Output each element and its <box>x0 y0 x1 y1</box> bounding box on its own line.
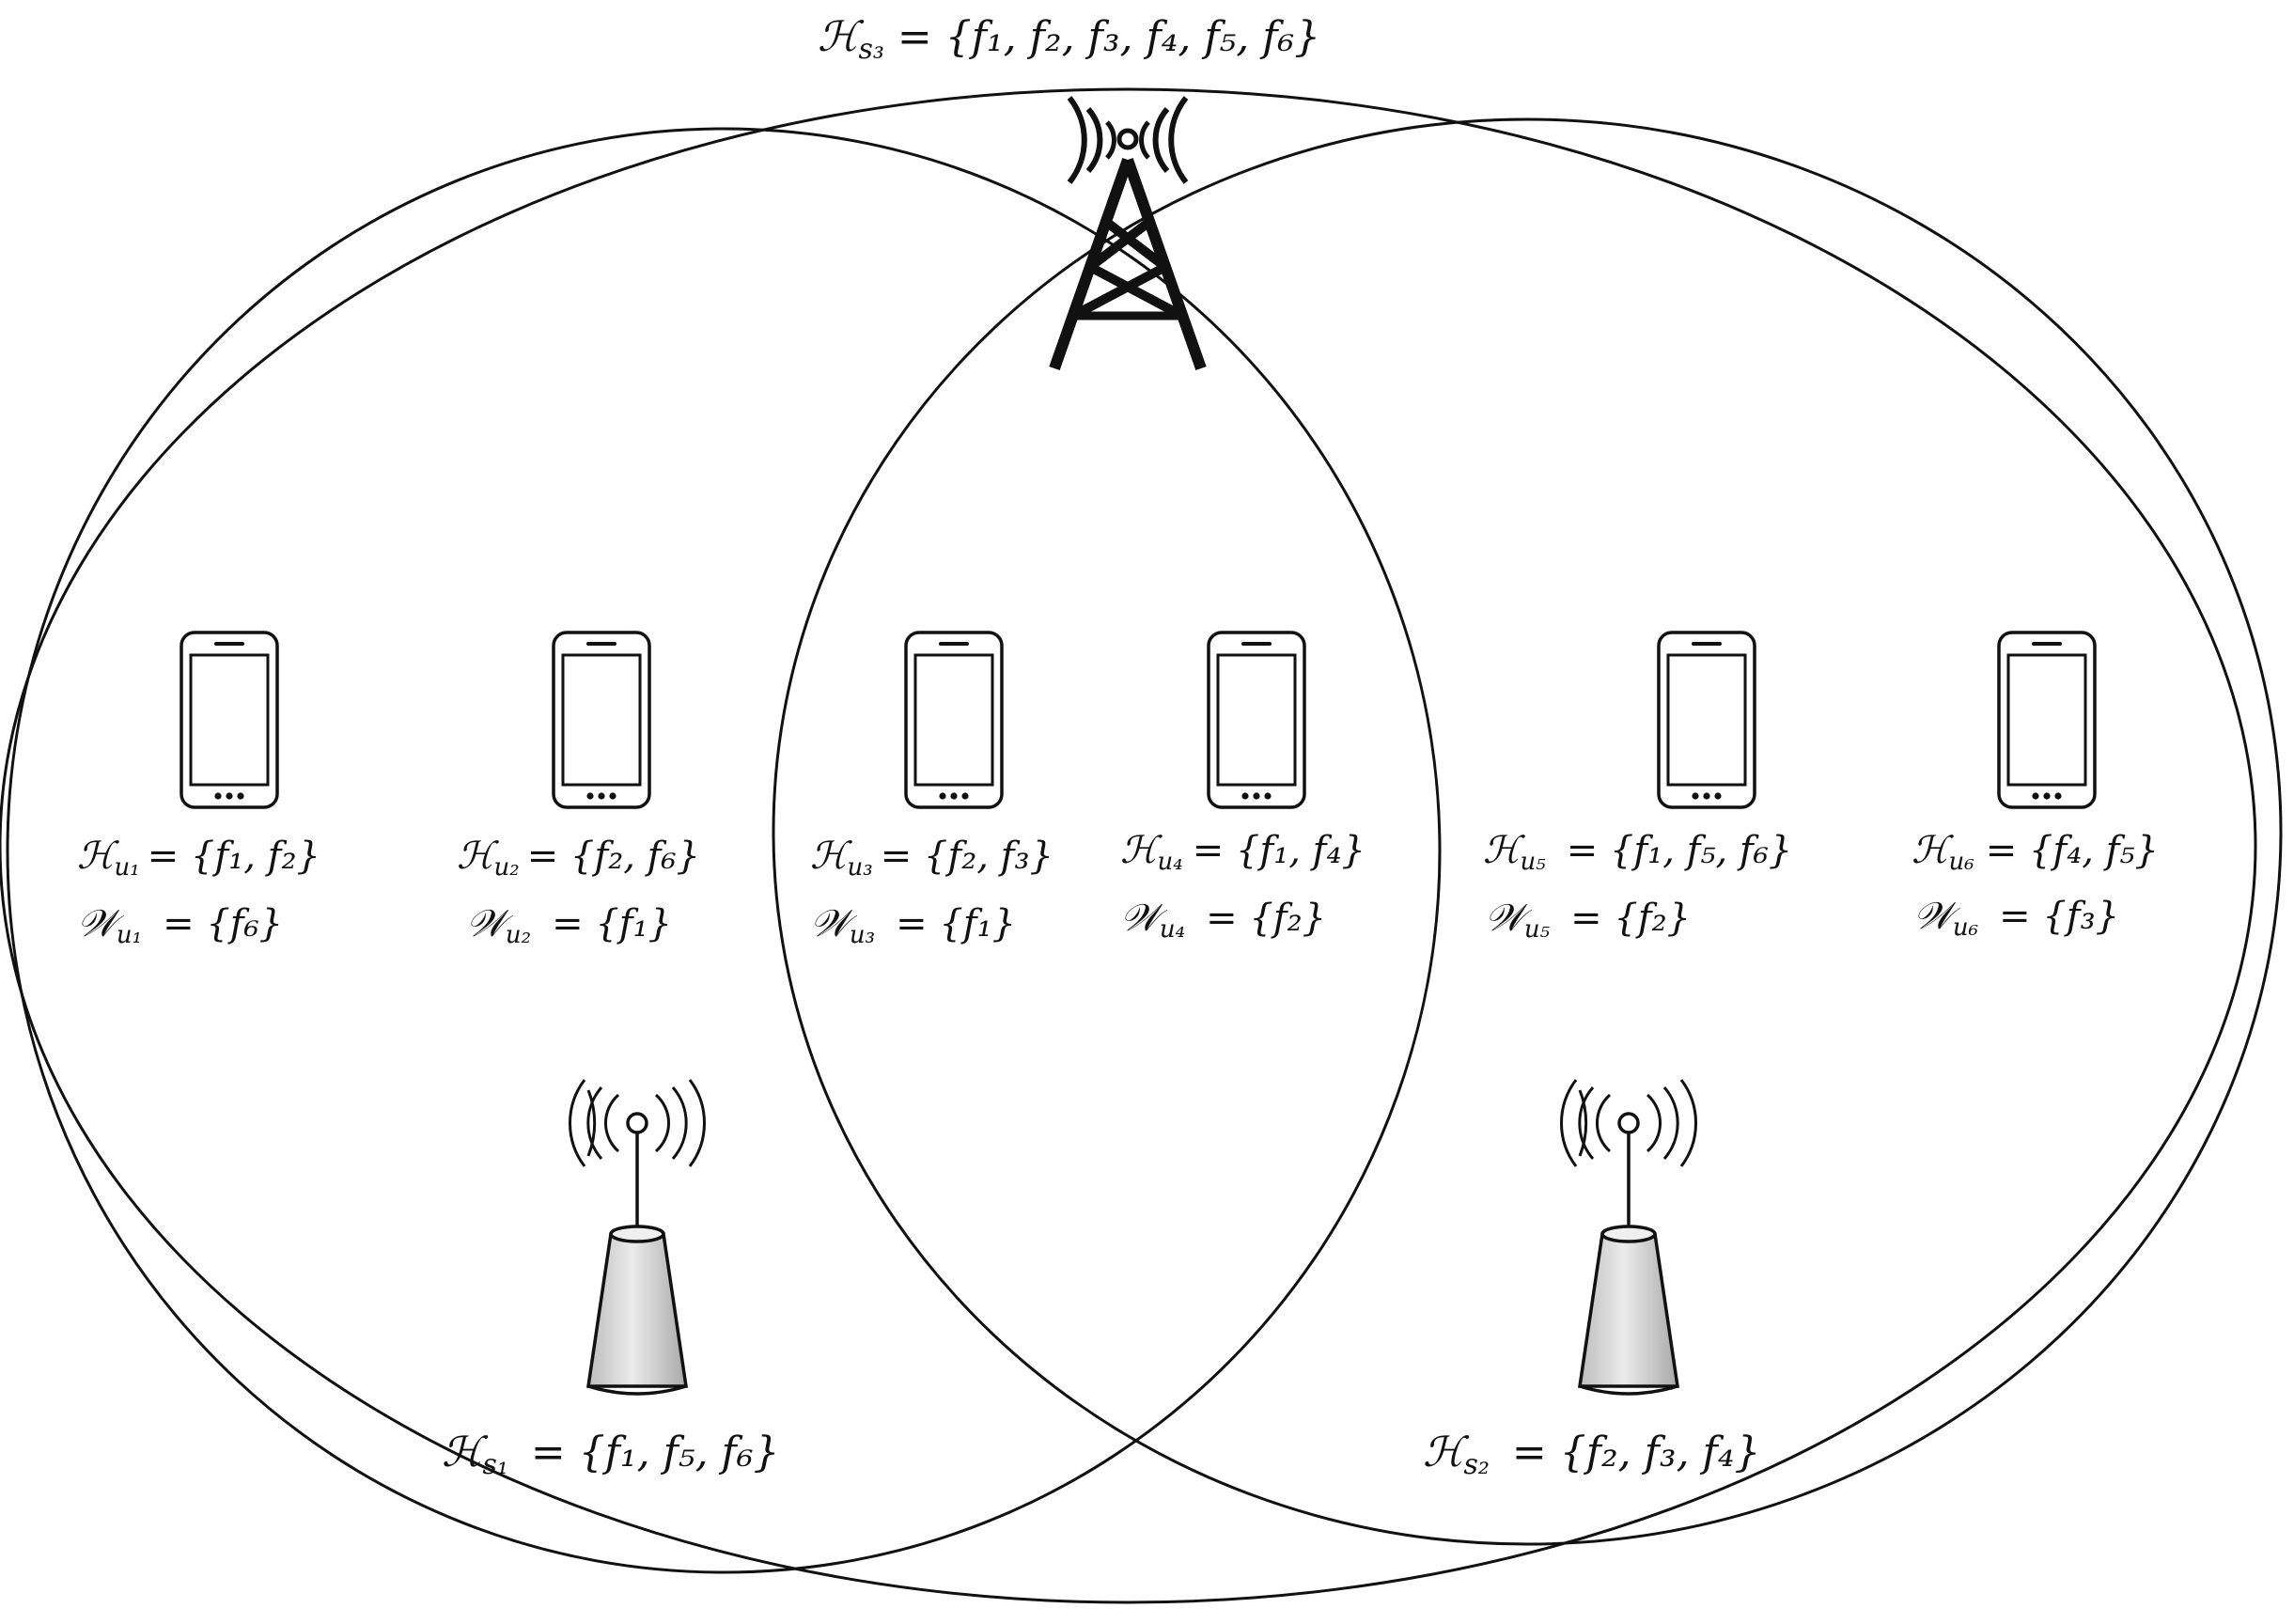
user-3-cached-set: ℋu₃= {f₂, f₃} <box>810 835 1053 882</box>
user-1-labels: ℋu₁= {f₁, f₂} 𝒲u₁= {f₆} <box>77 835 320 949</box>
small-cell-2-coverage <box>772 117 2283 1546</box>
antenna-icon <box>568 1078 707 1396</box>
user-4-wanted-set: 𝒲u₄= {f₂} <box>1120 897 1326 944</box>
cell-tower-icon <box>1049 96 1207 370</box>
macro-cell-symbol: ℋ <box>818 13 865 61</box>
user-5-wanted-set: 𝒲u₅= {f₂} <box>1485 897 1691 944</box>
user-4-cached-set: ℋu₄= {f₁, f₄} <box>1120 829 1365 876</box>
user-2-cached-set: ℋu₂= {f₂, f₆} <box>457 835 700 882</box>
user-6-wanted-set: 𝒲u₆= {f₃} <box>1913 895 2119 942</box>
macro-cell-set: = {f₁, f₂, f₃, f₄, f₅, f₆} <box>897 13 1320 61</box>
smartphone-icon <box>1657 631 1756 809</box>
macro-cell-coverage <box>0 87 2257 1604</box>
user-5-cached-set: ℋu₅= {f₁, f₅, f₆} <box>1483 829 1792 876</box>
user-4-labels: ℋu₄= {f₁, f₄} 𝒲u₄= {f₂} <box>1120 829 1365 944</box>
user-3-wanted-set: 𝒲u₃= {f₁} <box>810 902 1016 949</box>
user-1-wanted-set: 𝒲u₁= {f₆} <box>77 902 283 949</box>
user-6-labels: ℋu₆= {f₄, f₅} 𝒲u₆= {f₃} <box>1912 829 2159 942</box>
small-cell-1-label: ℋs₁= {f₁, f₅, f₆} <box>442 1429 779 1481</box>
smartphone-icon <box>1207 631 1306 809</box>
macro-cell-label: ℋs₃ = {f₁, f₂, f₃, f₄, f₅, f₆} <box>818 13 1320 66</box>
small-cell-1-coverage <box>6 127 1442 1574</box>
macro-cell-subscript: s₃ <box>858 33 883 66</box>
smartphone-icon <box>1997 631 2097 809</box>
smartphone-icon <box>179 631 279 809</box>
user-2-wanted-set: 𝒲u₂= {f₁} <box>466 902 672 949</box>
small-cell-2-label: ℋs₂= {f₂, f₃, f₄} <box>1423 1429 1760 1481</box>
antenna-icon <box>1559 1078 1698 1396</box>
user-1-cached-set: ℋu₁= {f₁, f₂} <box>77 835 320 882</box>
user-2-labels: ℋu₂= {f₂, f₆} 𝒲u₂= {f₁} <box>457 835 700 949</box>
smartphone-icon <box>904 631 1004 809</box>
user-6-cached-set: ℋu₆= {f₄, f₅} <box>1912 829 2159 876</box>
user-5-labels: ℋu₅= {f₁, f₅, f₆} 𝒲u₅= {f₂} <box>1483 829 1792 944</box>
smartphone-icon <box>552 631 651 809</box>
user-3-labels: ℋu₃= {f₂, f₃} 𝒲u₃= {f₁} <box>810 835 1053 949</box>
